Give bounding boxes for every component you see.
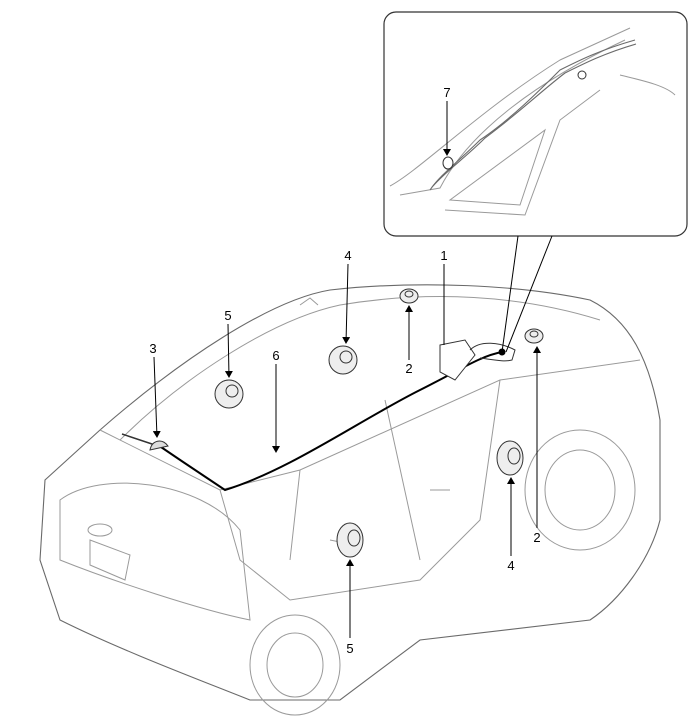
speakers	[214, 288, 544, 558]
callout-2-left: 2	[405, 305, 413, 376]
svg-text:2: 2	[533, 530, 540, 545]
car-illustration	[39, 284, 661, 716]
speaker-tweeter-right	[524, 328, 544, 344]
roof-antenna	[121, 433, 169, 451]
svg-text:6: 6	[272, 348, 279, 363]
speaker-rear-door-left	[214, 379, 244, 409]
svg-text:5: 5	[346, 641, 353, 656]
svg-text:2: 2	[405, 361, 412, 376]
callout-4-front: 4	[342, 248, 352, 344]
mirror-housing	[469, 342, 516, 362]
speaker-rear-door-right	[336, 522, 364, 558]
callout-4-door: 4	[507, 477, 515, 573]
callout-5-door: 5	[346, 559, 354, 656]
callout-2-right: 2	[533, 346, 541, 545]
svg-text:3: 3	[149, 341, 156, 356]
audio-unit	[439, 339, 476, 381]
svg-text:5: 5	[224, 308, 231, 323]
svg-text:4: 4	[344, 248, 351, 263]
antenna-connector	[442, 156, 454, 170]
callout-3: 3	[149, 341, 161, 438]
svg-text:1: 1	[440, 248, 447, 263]
svg-text:4: 4	[507, 558, 514, 573]
callout-6: 6	[272, 348, 280, 453]
callout-1: 1	[440, 248, 448, 345]
callout-5-rear: 5	[224, 308, 233, 378]
detail-inset	[383, 11, 688, 353]
svg-text:7: 7	[443, 85, 450, 100]
callout-7: 7	[443, 85, 451, 156]
speaker-front-door-left	[328, 345, 358, 375]
speaker-tweeter-left	[399, 288, 419, 304]
speaker-front-door-right	[496, 440, 524, 476]
